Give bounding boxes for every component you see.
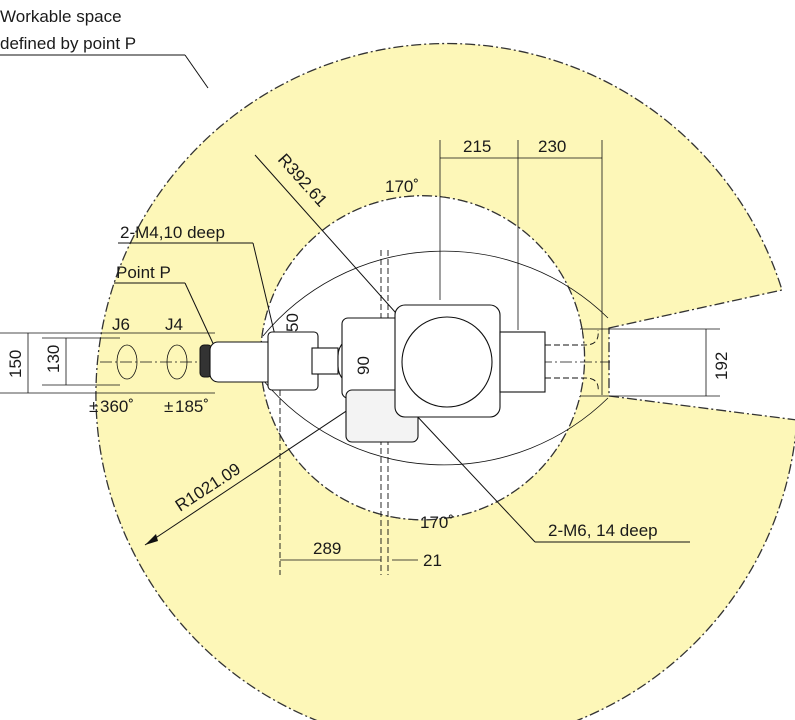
radius-line-inner — [254, 154, 421, 341]
j4-rotation-symbol — [166, 344, 188, 380]
angle-arc-bottom — [262, 379, 609, 466]
cable-lower — [545, 377, 599, 393]
workspace-leader-slope — [184, 54, 209, 89]
range-j4-label: 185˚ — [175, 397, 209, 416]
j6-rotation-symbol — [116, 344, 138, 380]
connector-box — [311, 347, 339, 375]
rear-connector — [499, 331, 546, 393]
angle-top-label: 170˚ — [385, 177, 419, 196]
hole-m6-label: 2-M6, 14 deep — [548, 521, 658, 540]
m4-leader-slope — [252, 242, 279, 349]
pm-j4: ± — [164, 397, 173, 416]
dim-150-label: 150 — [6, 350, 25, 378]
point-p-label: Point P — [116, 263, 171, 282]
pm-j6: ± — [89, 397, 98, 416]
dim-21-label: 21 — [423, 551, 442, 570]
forearm-link — [267, 331, 319, 391]
dim-192-label: 192 — [712, 352, 731, 380]
m6-leader-slope — [399, 397, 536, 543]
base-turret — [401, 316, 493, 408]
joint-j6-label: J6 — [112, 315, 130, 334]
dim-215-label: 215 — [463, 137, 491, 156]
angle-bottom-label: 170˚ — [420, 513, 454, 532]
joint-j4-label: J4 — [165, 315, 183, 334]
dim-50-label: 50 — [283, 313, 302, 332]
pointp-leader-slope — [184, 282, 218, 353]
dim-130-label: 130 — [44, 345, 63, 373]
workspace-label-line1: Workable space — [0, 7, 122, 26]
dim-90-label: 90 — [354, 356, 373, 375]
angle-arc-top — [262, 250, 609, 337]
dim-289-label: 289 — [313, 539, 341, 558]
dim-230-label: 230 — [538, 137, 566, 156]
cable-upper — [545, 329, 599, 346]
workspace-label-line2: defined by point P — [0, 34, 136, 53]
hole-m4-label: 2-M4,10 deep — [120, 223, 225, 242]
radius-arrow-outer — [145, 534, 158, 545]
range-j6-label: 360˚ — [100, 397, 134, 416]
